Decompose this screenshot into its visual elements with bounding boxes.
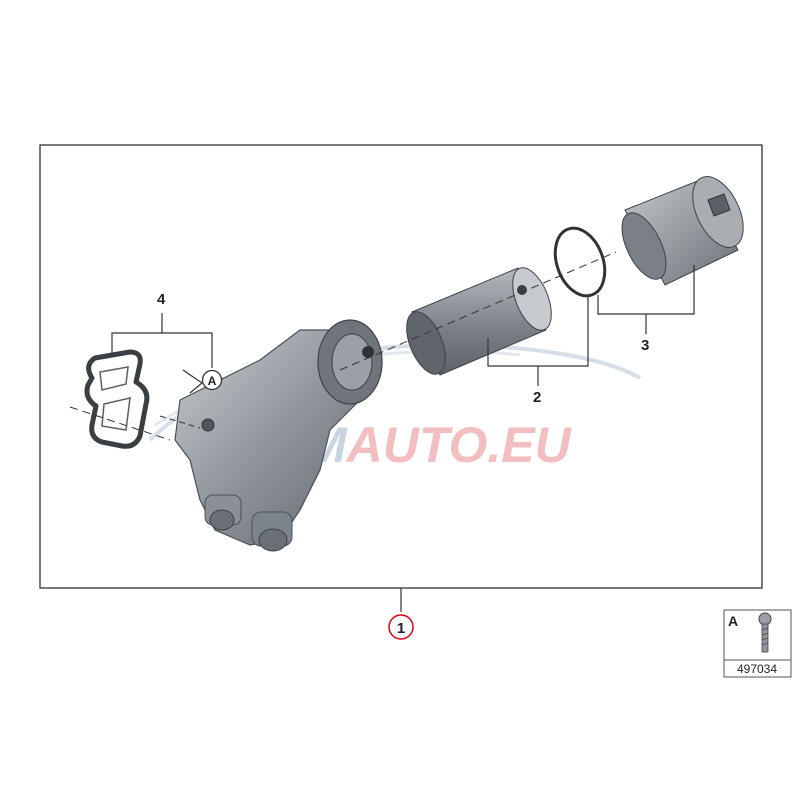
oil-filter-housing: [174, 319, 383, 552]
callout-leaders: [111, 265, 695, 612]
legend-letter: A: [728, 613, 738, 629]
gasket-part: [84, 349, 150, 449]
watermark-suffix: AUTO.EU: [345, 417, 573, 473]
callout-1-label: 1: [397, 620, 405, 637]
assembly-axis: [339, 251, 617, 371]
callout-4: 4: [157, 291, 166, 308]
legend-code: 497034: [737, 662, 777, 676]
callout-a-label: A: [208, 374, 217, 388]
callout-a: A: [201, 369, 223, 391]
callout-3: 3: [641, 337, 649, 354]
filter-element-part: [406, 267, 552, 376]
bolt-icon: [758, 612, 772, 653]
callout-1: 1: [388, 614, 414, 640]
filter-cap-part: [621, 176, 744, 286]
o-ring-part: [553, 226, 607, 298]
legend-box: A 497034: [723, 609, 792, 678]
callout-2: 2: [533, 389, 541, 406]
